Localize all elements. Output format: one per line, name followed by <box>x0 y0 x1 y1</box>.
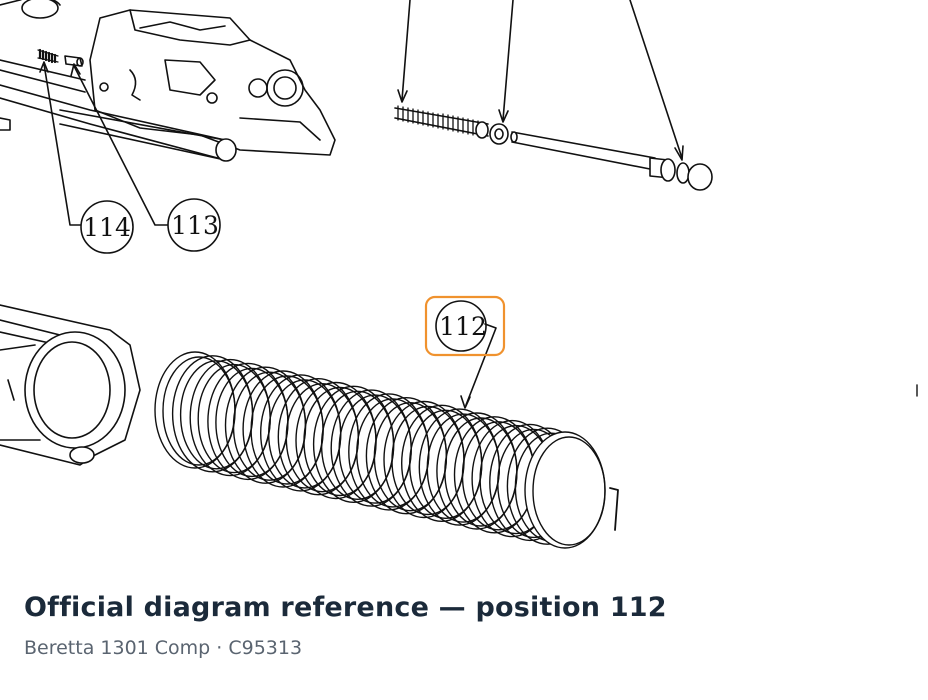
barrel-ring-assembly <box>0 304 141 466</box>
callout-112[interactable] <box>424 295 506 409</box>
callout-114-label: 114 <box>83 213 131 242</box>
upper-right-parts <box>394 0 713 191</box>
caption-title: Official diagram reference — position 11… <box>24 592 667 623</box>
caption-subtitle: Beretta 1301 Comp · C95313 <box>24 637 303 659</box>
callout-113-label: 113 <box>171 211 219 240</box>
parts-diagram: 114 113 112 <box>0 0 918 549</box>
callout-114[interactable] <box>39 61 134 254</box>
receiver-assembly <box>0 0 336 162</box>
caption: Official diagram reference — position 11… <box>24 592 904 659</box>
callout-112-highlight <box>424 295 506 357</box>
recoil-spring-112 <box>154 351 606 549</box>
spring-coil-inner <box>532 436 606 546</box>
callout-113[interactable] <box>70 63 221 252</box>
callout-112-label: 112 <box>439 312 487 341</box>
